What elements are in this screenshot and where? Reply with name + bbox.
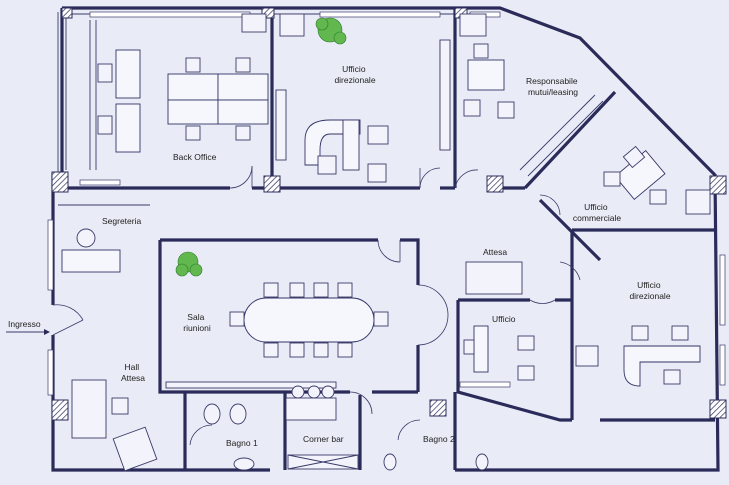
label-corner-bar: Corner bar xyxy=(303,434,344,444)
label-ufficio: Ufficio xyxy=(492,314,516,324)
label-attesa: Attesa xyxy=(483,247,507,257)
back-office-furniture xyxy=(89,13,269,170)
doors xyxy=(52,165,581,446)
segreteria-hall-furniture xyxy=(61,228,158,472)
label-responsabile: Responsabile mutui/leasing xyxy=(526,76,580,97)
windows xyxy=(47,11,726,396)
label-back-office: Back Office xyxy=(173,152,217,162)
label-ufficio-commerciale: Ufficio commerciale xyxy=(573,202,621,223)
columns xyxy=(51,7,727,421)
exterior-walls xyxy=(51,6,720,472)
label-bagno-1: Bagno 1 xyxy=(226,438,258,448)
commerciale-furniture xyxy=(603,145,711,215)
bagni-bar-furniture xyxy=(203,385,489,471)
interior-walls xyxy=(58,8,715,470)
label-bagno-2: Bagno 2 xyxy=(423,434,455,444)
label-segreteria: Segreteria xyxy=(102,216,141,226)
label-sala-riunioni: Sala riunioni xyxy=(183,312,211,333)
direzionale-top-furniture xyxy=(275,13,451,183)
entrance-arrow xyxy=(6,329,50,335)
sala-riunioni-furniture xyxy=(165,251,389,389)
label-ufficio-direzionale-right: Ufficio direzionale xyxy=(629,280,670,301)
room-labels: Back Office Ufficio direzionale Responsa… xyxy=(8,64,671,448)
label-ufficio-direzionale-top: Ufficio direzionale xyxy=(334,64,375,85)
label-hall-attesa: Hall Attesa xyxy=(121,362,145,383)
responsabile-furniture xyxy=(459,13,604,177)
label-ingresso: Ingresso xyxy=(8,319,41,329)
right-side-furniture xyxy=(463,261,701,387)
